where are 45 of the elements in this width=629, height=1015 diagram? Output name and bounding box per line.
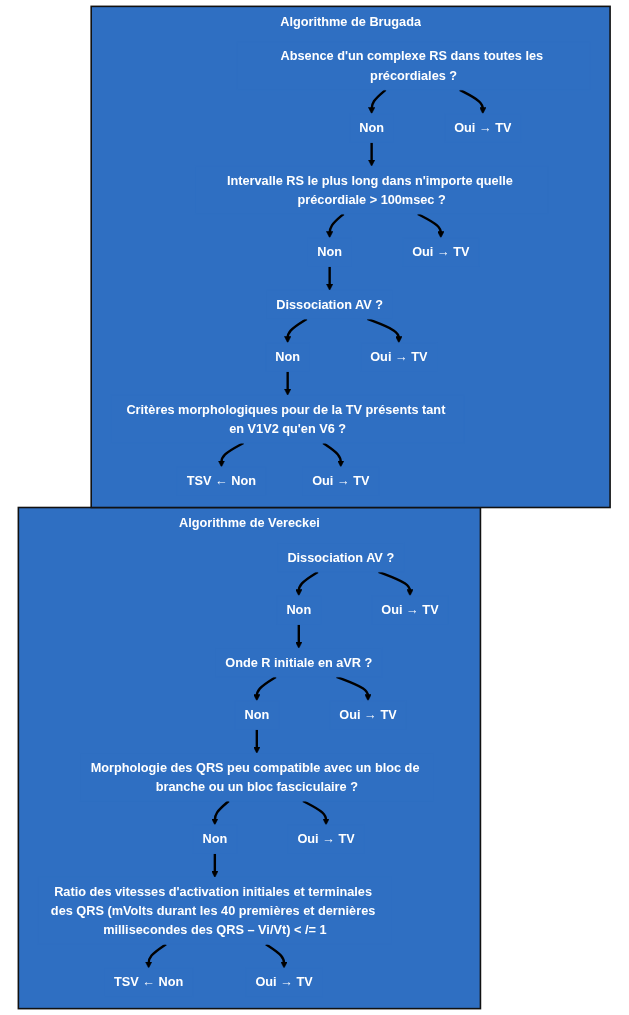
arrow (211, 853, 219, 878)
arrow (459, 88, 487, 115)
arrow (336, 675, 372, 702)
arrow (367, 317, 403, 344)
node-text: Oui → TV (312, 474, 370, 488)
arrow (211, 800, 230, 826)
arrow (295, 624, 303, 649)
node-text: Oui → TV (454, 120, 512, 135)
arrow (284, 317, 308, 344)
node-text: Absence d'un complexe RS dans toutes les précordiales ? (280, 49, 544, 82)
node-text: Oui → TV (339, 707, 397, 722)
arrow (368, 88, 387, 115)
node-text: Non (359, 120, 385, 135)
node-text: Non (244, 707, 270, 722)
node-text: Oui → TV (297, 832, 355, 846)
node-text: Dissociation AV ? (287, 550, 395, 564)
node-text: Non (202, 832, 228, 846)
node-text: TSV ← Non (187, 474, 257, 488)
arrow (368, 142, 376, 167)
arrow (218, 442, 245, 468)
node-text: TSV ← Non (114, 975, 184, 989)
arrow (145, 943, 167, 969)
arrow (378, 570, 414, 597)
node-text: Non (317, 245, 343, 259)
node-text: Oui → TV (412, 245, 470, 259)
node-text: Ratio des vitesses d'activation initiales et terminales des QRS (mVolts durant les 40 premières et dernières millisecondes des QRS – Vi/Vt) < /= 1 (51, 884, 376, 937)
arrow (295, 570, 319, 597)
arrow (265, 943, 288, 969)
node-text: Critères morphologiques pour de la TV présents tant en V1V2 qu'en V6 ? (126, 402, 446, 436)
node-text: Onde R initiale en aVR ? (225, 655, 373, 669)
node-text: Oui → TV (370, 350, 428, 364)
node-text: Dissociation AV ? (276, 297, 384, 312)
node-text: Morphologie des QRS peu compatible avec un bloc de branche ou un bloc fasciculaire ? (90, 760, 420, 794)
arrow (322, 442, 345, 468)
node-text: Non (275, 350, 301, 364)
arrow (253, 675, 277, 702)
arrow (284, 371, 292, 396)
arrow (417, 212, 445, 239)
arrow (253, 729, 261, 754)
arrow (326, 213, 345, 239)
node-text: Oui → TV (381, 602, 439, 617)
node-text: Oui → TV (255, 975, 313, 989)
node-text: Non (286, 602, 312, 617)
arrow (326, 266, 334, 291)
node-text: Intervalle RS le plus long dans n'importe quelle précordiale > 100msec ? (227, 173, 514, 207)
